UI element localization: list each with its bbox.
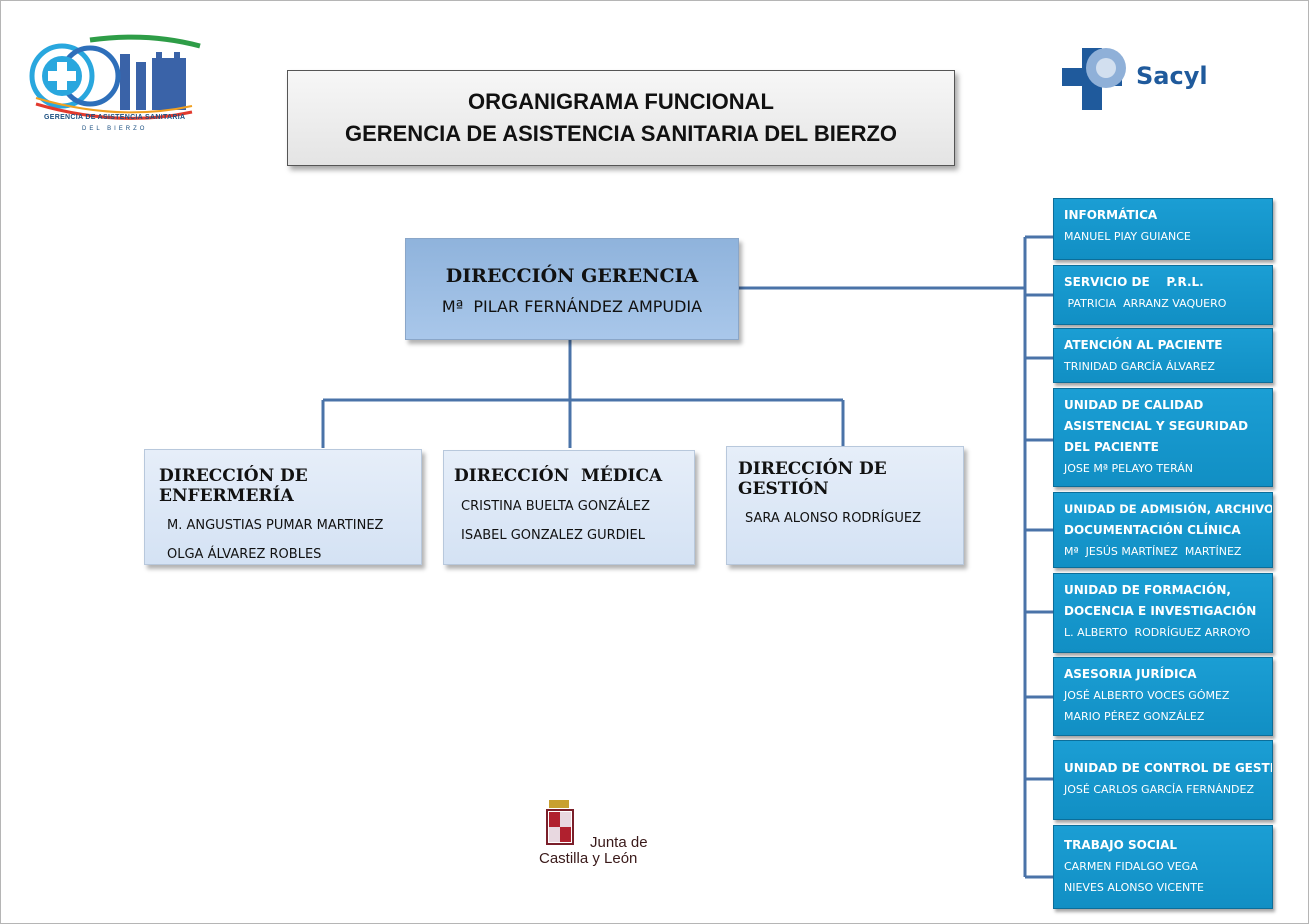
direccion-enfermeria-box: DIRECCIÓN DE ENFERMERÍA M. ANGUSTIAS PUM… (144, 449, 422, 565)
unit-person: JOSÉ CARLOS GARCÍA FERNÁNDEZ (1064, 783, 1255, 796)
unit-title: ASISTENCIAL Y SEGURIDAD (1064, 419, 1249, 433)
unit-person: MARIO PÉREZ GONZÁLEZ (1064, 710, 1205, 723)
unit-title: ASESORIA JURÍDICA (1064, 667, 1197, 681)
direccion-gestion-box: DIRECCIÓN DE GESTIÓN SARA ALONSO RODRÍGU… (726, 446, 964, 565)
unit-title: DOCUMENTACIÓN CLÍNICA (1064, 523, 1241, 537)
unit-person: MANUEL PIAY GUIANCE (1064, 230, 1191, 243)
unit-atencion-paciente: ATENCIÓN AL PACIENTE TRINIDAD GARCÍA ÁLV… (1053, 328, 1273, 383)
unit-person: TRINIDAD GARCÍA ÁLVAREZ (1064, 360, 1215, 373)
sacyl-logo: Sacyl (1060, 42, 1210, 114)
unit-title: ATENCIÓN AL PACIENTE (1064, 338, 1223, 352)
unit-asesoria-juridica: ASESORIA JURÍDICA JOSÉ ALBERTO VOCES GÓM… (1053, 657, 1273, 736)
unit-person: Mª JESÚS MARTÍNEZ MARTÍNEZ (1064, 545, 1242, 558)
unit-admision: UNIDAD DE ADMISIÓN, ARCHIVO Y DOCUMENTAC… (1053, 492, 1273, 568)
unit-informatica: INFORMÁTICA MANUEL PIAY GUIANCE (1053, 198, 1273, 260)
unit-title: SERVICIO DE P.R.L. (1064, 275, 1204, 289)
unit-control-gestion: UNIDAD DE CONTROL DE GESTIÓN JOSÉ CARLOS… (1053, 740, 1273, 820)
direccion-enfermeria-person: OLGA ÁLVAREZ ROBLES (167, 547, 322, 562)
unit-title: DOCENCIA E INVESTIGACIÓN (1064, 604, 1257, 618)
unit-person: JOSE Mª PELAYO TERÁN (1064, 462, 1194, 475)
title-line-1: ORGANIGRAMA FUNCIONAL (468, 89, 774, 114)
unit-calidad: UNIDAD DE CALIDAD ASISTENCIAL Y SEGURIDA… (1053, 388, 1273, 487)
sacyl-logo-text: Sacyl (1136, 62, 1208, 90)
unit-trabajo-social: TRABAJO SOCIAL CARMEN FIDALGO VEGA NIEVE… (1053, 825, 1273, 909)
unit-person: L. ALBERTO RODRÍGUEZ ARROYO (1064, 626, 1251, 639)
gerencia-logo-text: GERENCIA DE ASISTENCIA SANITARIA (44, 114, 186, 121)
unit-title: INFORMÁTICA (1064, 208, 1158, 222)
unit-person: PATRICIA ARRANZ VAQUERO (1064, 297, 1227, 310)
gerencia-logo: GERENCIA DE ASISTENCIA SANITARIA DEL BIE… (28, 32, 206, 140)
junta-logo-text-2: Castilla y León (539, 850, 638, 867)
direccion-gestion-title: DIRECCIÓN DE GESTIÓN (738, 459, 887, 499)
unit-title: TRABAJO SOCIAL (1064, 838, 1178, 852)
direccion-enfermeria-person: M. ANGUSTIAS PUMAR MARTINEZ (167, 518, 384, 533)
direccion-medica-title: DIRECCIÓN MÉDICA (454, 466, 663, 486)
unit-title: UNIDAD DE ADMISIÓN, ARCHIVO Y (1064, 502, 1273, 516)
unit-prl: SERVICIO DE P.R.L. PATRICIA ARRANZ VAQUE… (1053, 265, 1273, 325)
unit-person: CARMEN FIDALGO VEGA (1064, 860, 1198, 873)
direccion-medica-person: ISABEL GONZALEZ GURDIEL (461, 528, 645, 543)
direccion-gestion-person: SARA ALONSO RODRÍGUEZ (745, 511, 922, 526)
junta-logo-text-1: Junta de (590, 834, 648, 851)
gerencia-logo-subtext: DEL BIERZO (82, 126, 148, 132)
unit-title: UNIDAD DE CONTROL DE GESTIÓN (1064, 761, 1273, 775)
unit-person: NIEVES ALONSO VICENTE (1064, 881, 1204, 894)
direccion-gerencia-title: DIRECCIÓN GERENCIA (445, 265, 699, 287)
direccion-medica-person: CRISTINA BUELTA GONZÁLEZ (461, 499, 650, 514)
unit-title: DEL PACIENTE (1064, 440, 1159, 454)
junta-castilla-leon-logo: Junta de Castilla y León (537, 798, 667, 870)
unit-title: UNIDAD DE FORMACIÓN, (1064, 583, 1231, 597)
unit-title: UNIDAD DE CALIDAD (1064, 398, 1204, 412)
direccion-gerencia-box: DIRECCIÓN GERENCIA Mª PILAR FERNÁNDEZ AM… (405, 238, 739, 340)
title-line-2: GERENCIA DE ASISTENCIA SANITARIA DEL BIE… (344, 121, 898, 146)
unit-formacion: UNIDAD DE FORMACIÓN, DOCENCIA E INVESTIG… (1053, 573, 1273, 653)
page-title: ORGANIGRAMA FUNCIONAL GERENCIA DE ASISTE… (287, 70, 955, 166)
direccion-medica-box: DIRECCIÓN MÉDICA CRISTINA BUELTA GONZÁLE… (443, 450, 695, 565)
unit-person: JOSÉ ALBERTO VOCES GÓMEZ (1064, 689, 1230, 702)
direccion-gerencia-person: Mª PILAR FERNÁNDEZ AMPUDIA (441, 297, 703, 316)
direccion-enfermeria-title: DIRECCIÓN DE ENFERMERÍA (159, 466, 308, 506)
